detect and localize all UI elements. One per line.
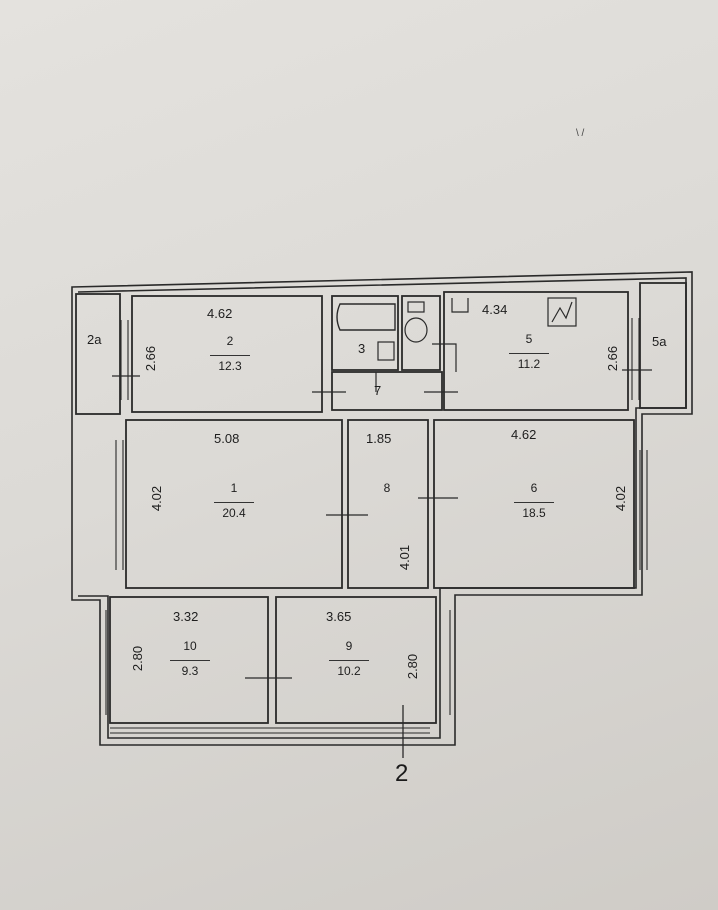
room-8-height: 4.01 (397, 544, 413, 571)
toilet-tank (407, 301, 425, 313)
outer-wall (71, 271, 693, 746)
sink (377, 341, 395, 361)
kitchen-partition (432, 343, 457, 372)
room-7-number: 7 (374, 383, 382, 398)
room-3-outline (331, 295, 399, 371)
room-10-number: 10 (183, 639, 197, 653)
room-10-outline (109, 596, 269, 724)
room-1-height: 4.02 (149, 485, 165, 512)
room-5-width: 4.34 (482, 302, 508, 317)
room-1-number: 1 (230, 481, 238, 495)
room-5-number: 5 (525, 332, 533, 346)
stove-symbol (551, 301, 573, 323)
room-5-outline (443, 291, 629, 411)
section-axis-label: 2 (395, 760, 409, 787)
room-9-outline (275, 596, 437, 724)
room-10-width: 3.32 (173, 609, 199, 624)
kitchen-sink (451, 298, 469, 313)
room-9-number: 9 (345, 639, 353, 653)
room-6-area: 18.5 (514, 502, 554, 519)
room-5-area: 11.2 (509, 353, 549, 370)
room-8-width: 1.85 (366, 431, 392, 446)
room-9-height: 2.80 (405, 653, 421, 680)
room-2-outline (131, 295, 323, 413)
room-3-number: 3 (358, 341, 366, 356)
toilet-bowl (404, 317, 428, 343)
room-2-width: 4.62 (207, 306, 233, 321)
wc-outline (401, 295, 441, 371)
room-2a-outline (75, 293, 121, 415)
room-7-outline (331, 371, 443, 411)
room-2-height: 2.66 (143, 345, 159, 372)
room-5a-outline (639, 282, 687, 409)
room-10-area: 9.3 (170, 660, 210, 677)
stove (547, 297, 577, 327)
room-5-height: 2.66 (605, 345, 621, 372)
room-2-number: 2 (226, 334, 234, 348)
room-9-width: 3.65 (326, 609, 352, 624)
room-8-outline (347, 419, 429, 589)
room-5a-number: 5а (652, 334, 667, 349)
room-6-width: 4.62 (511, 427, 537, 442)
room-6-number: 6 (530, 481, 538, 495)
room-9-area: 10.2 (329, 660, 369, 677)
room-1-area: 20.4 (214, 502, 254, 519)
room-10-height: 2.80 (130, 645, 146, 672)
room-2a-number: 2а (87, 332, 102, 347)
room-1-outline (125, 419, 343, 589)
room-6-height: 4.02 (613, 485, 629, 512)
room-1-width: 5.08 (214, 431, 240, 446)
corner-mark: \ / (576, 128, 585, 139)
room-8-number: 8 (383, 481, 391, 495)
bathtub (336, 303, 396, 331)
room-6-outline (433, 419, 635, 589)
room-2-area: 12.3 (210, 355, 250, 372)
